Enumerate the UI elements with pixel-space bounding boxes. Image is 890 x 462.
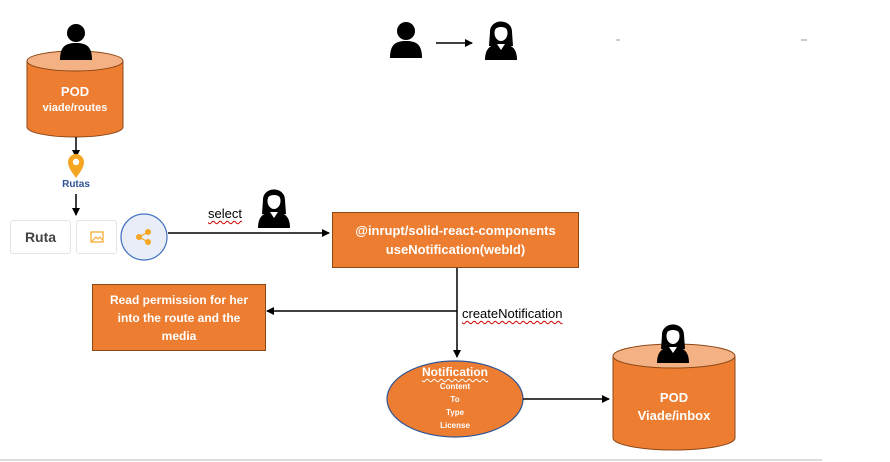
create-notification-label: createNotification	[462, 306, 563, 321]
location-pin-icon	[68, 154, 84, 178]
select-woman-icon	[258, 189, 290, 228]
pod-inbox-owner-icon	[657, 324, 689, 363]
pod-routes-label: POD viade/routes	[27, 84, 123, 116]
notification-item: License	[440, 421, 470, 430]
notification-item: Type	[445, 408, 465, 417]
image-button[interactable]	[76, 220, 117, 254]
read-permission-line: into the route and the	[117, 310, 241, 325]
components-package: @inrupt/solid-react-components	[355, 223, 556, 238]
notification-item: Content	[439, 382, 471, 391]
read-permission-line: Read permission for her	[109, 292, 249, 307]
read-permission-line: media	[161, 328, 197, 343]
pod-inbox-title: POD	[659, 390, 689, 405]
select-label: select	[208, 206, 242, 221]
read-permission-box: Read permission for her into the route a…	[92, 284, 266, 351]
components-box: @inrupt/solid-react-components useNotifi…	[332, 212, 579, 268]
share-icon	[136, 229, 152, 246]
notification-item: To	[450, 395, 460, 404]
image-icon	[89, 231, 104, 243]
pin-label: Rutas	[62, 179, 90, 190]
pod-routes-title: POD	[60, 84, 90, 99]
share-button[interactable]	[120, 213, 168, 261]
pod-inbox-path: Viade/inbox	[637, 408, 711, 423]
ruta-label: Ruta	[24, 229, 57, 245]
components-hook: useNotification(webId)	[385, 242, 526, 257]
pod-routes-cylinder	[26, 50, 124, 138]
pod-routes-owner-icon	[60, 24, 92, 60]
notification-title: Notification	[422, 365, 488, 379]
pod-routes-path: viade/routes	[42, 102, 108, 114]
notification-text: Notification Content To Type License	[405, 365, 505, 432]
pod-inbox-label: POD Viade/inbox	[613, 389, 735, 425]
legend-person-icon	[390, 22, 422, 58]
ruta-button[interactable]: Ruta	[10, 220, 71, 254]
legend-woman-icon	[485, 21, 517, 60]
